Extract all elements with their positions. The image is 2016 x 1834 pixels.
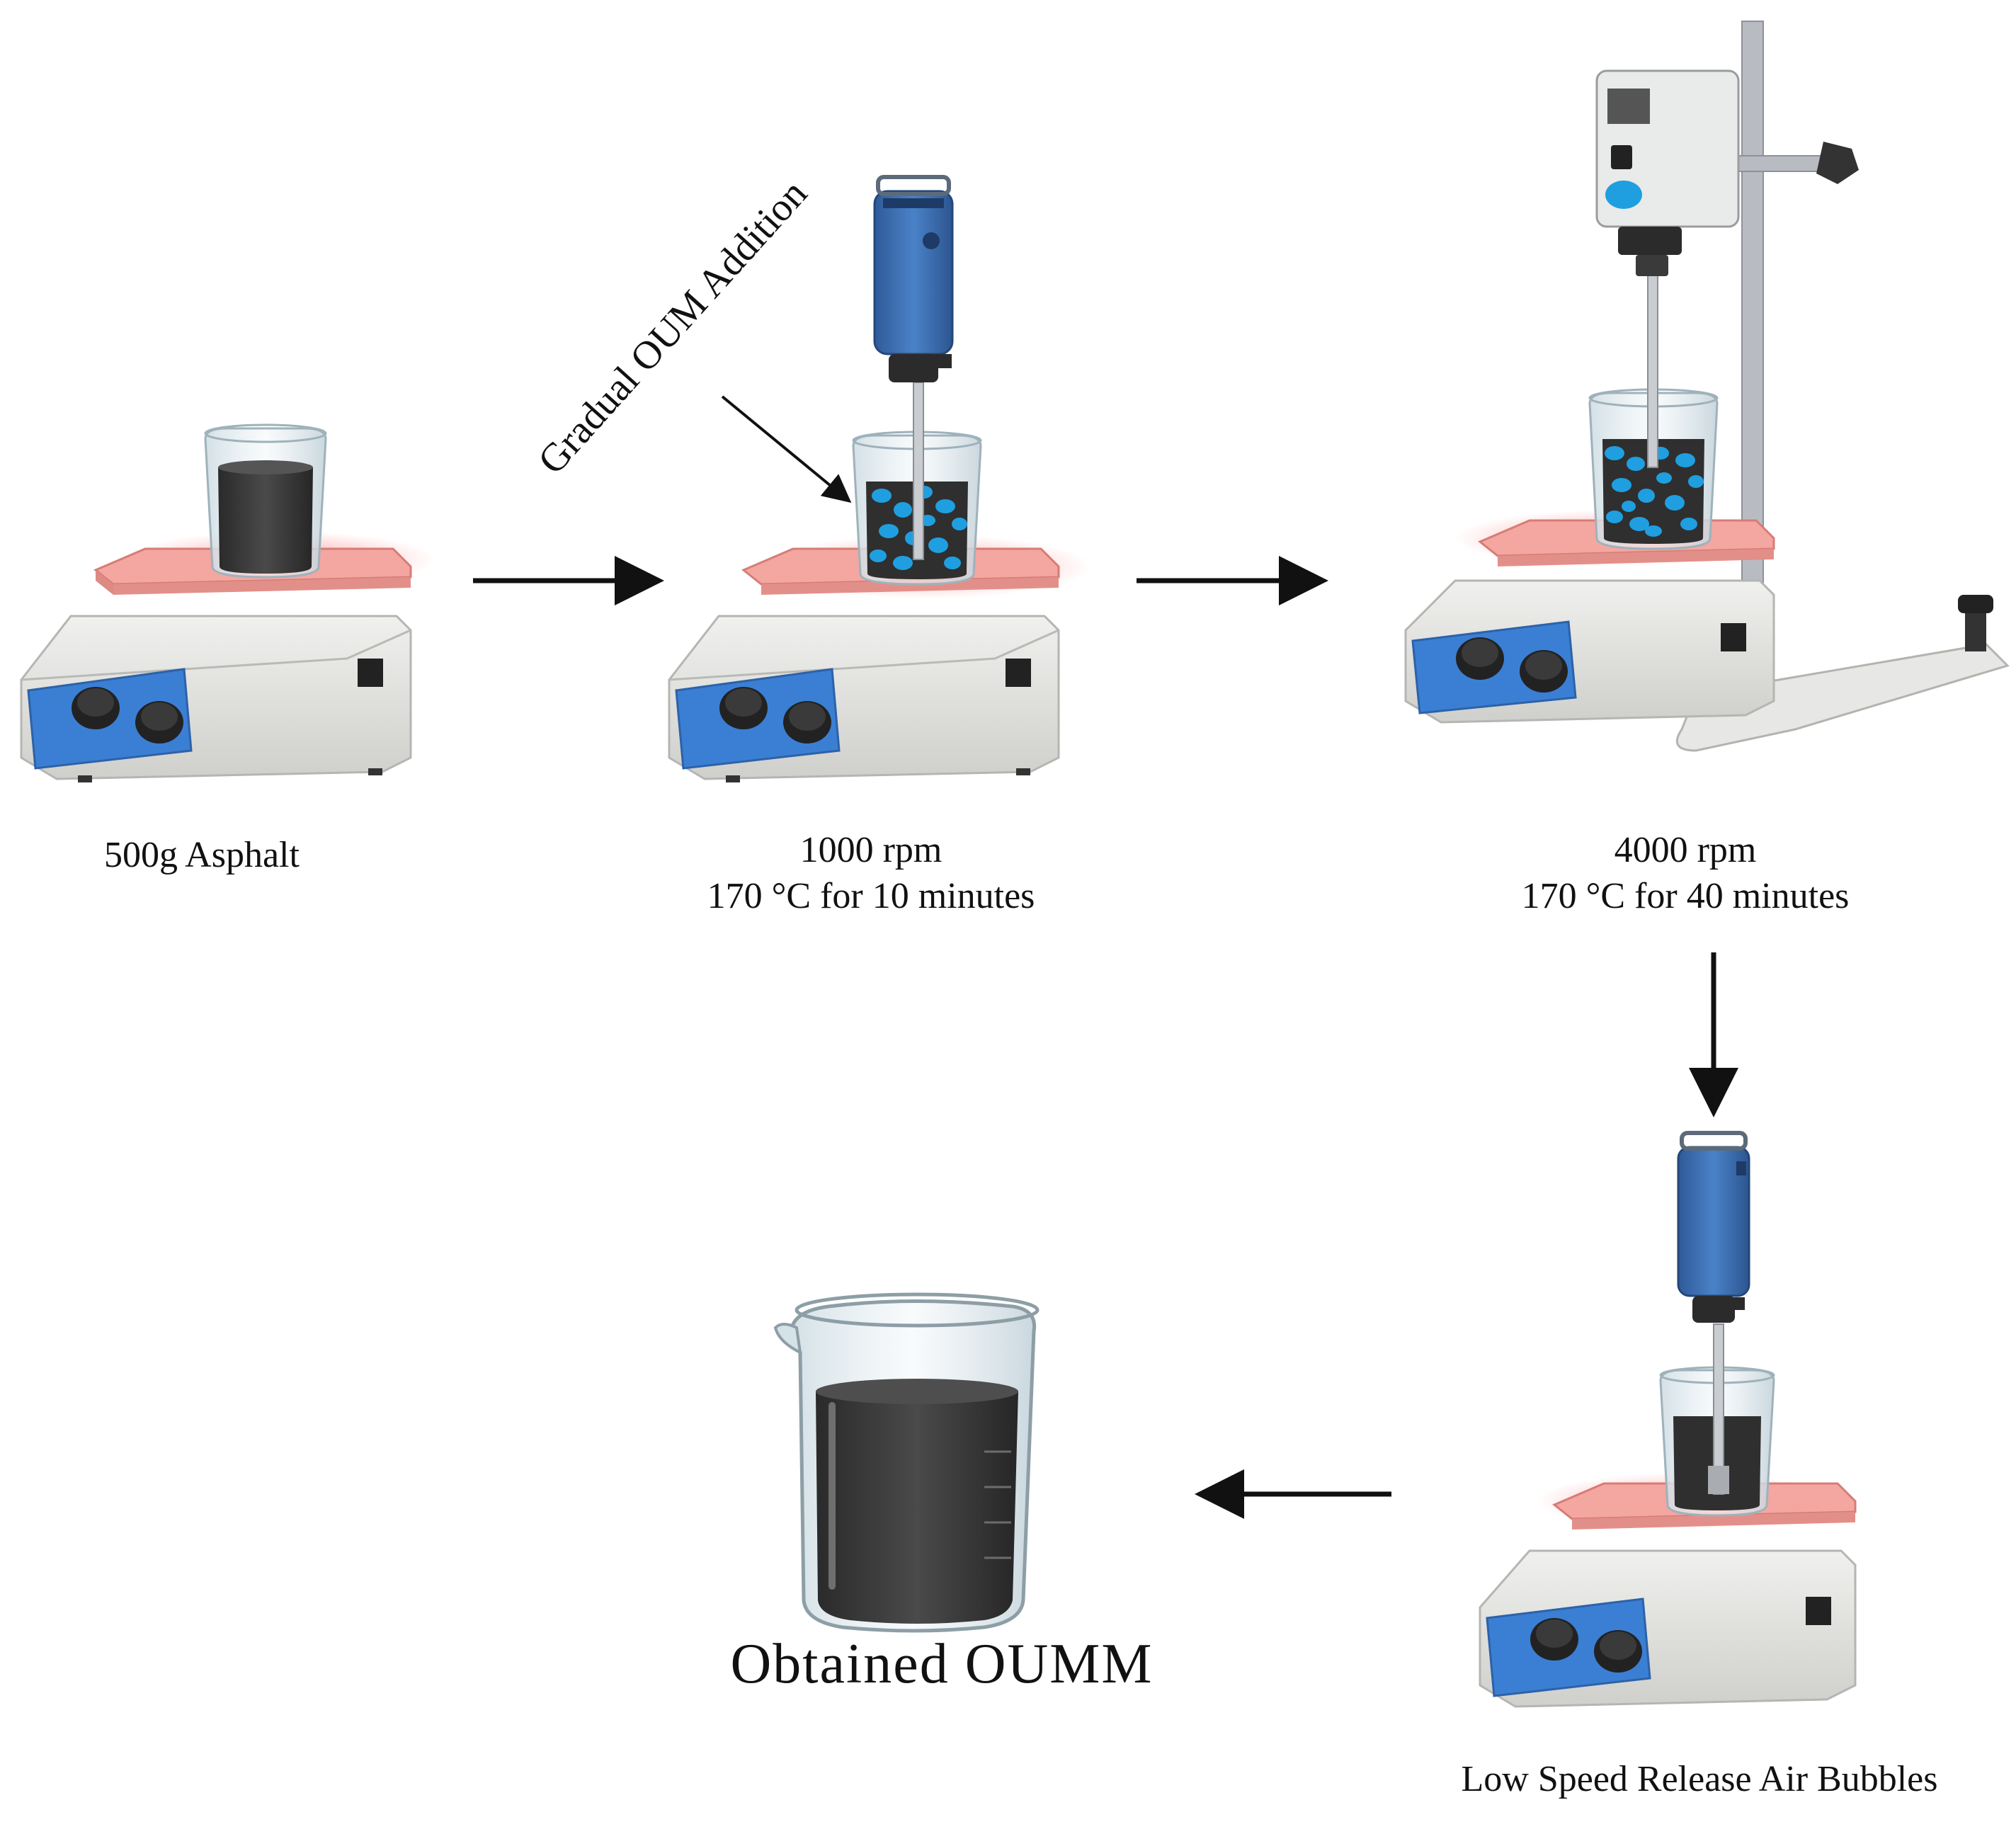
knob-icon bbox=[72, 687, 120, 729]
stand-knob-icon bbox=[1965, 609, 1986, 651]
step2-hotplate-mixer bbox=[668, 175, 1090, 782]
beaker-icon bbox=[1588, 388, 1719, 550]
knob-icon bbox=[719, 687, 768, 729]
oum-pointer-arrow bbox=[721, 395, 852, 503]
result-beaker-icon bbox=[773, 1292, 1040, 1633]
knob-icon bbox=[135, 701, 183, 744]
knob-icon bbox=[1456, 637, 1504, 680]
beaker-icon bbox=[204, 423, 327, 579]
result-label: Obtained OUMM bbox=[730, 1633, 1154, 1695]
step2-label-line: 1000 rpm bbox=[799, 830, 942, 870]
step3-label-line: 170 °C for 40 minutes bbox=[1521, 876, 1850, 916]
step2-label-line: 170 °C for 10 minutes bbox=[707, 876, 1035, 916]
step3-hotplate-stirrer bbox=[1404, 21, 2010, 752]
step3-label-line: 4000 rpm bbox=[1614, 830, 1757, 870]
knob-icon bbox=[783, 701, 831, 744]
power-switch-icon bbox=[1006, 659, 1031, 687]
step1-hotplate bbox=[20, 423, 435, 782]
homogenizer-icon bbox=[873, 175, 954, 560]
power-switch-icon bbox=[1721, 623, 1746, 651]
knob-icon bbox=[1520, 650, 1568, 693]
step4-label: Low Speed Release Air Bubbles bbox=[1388, 1756, 2011, 1802]
step4-label-line: Low Speed Release Air Bubbles bbox=[1461, 1759, 1938, 1799]
step3-label: 4000 rpm 170 °C for 40 minutes bbox=[1459, 827, 1912, 919]
homogenizer-icon bbox=[1677, 1131, 1750, 1495]
power-switch-icon bbox=[358, 659, 383, 687]
clamp-knob-icon bbox=[1816, 142, 1859, 184]
overhead-stirrer-icon bbox=[1595, 69, 1740, 276]
power-switch-icon bbox=[1806, 1597, 1831, 1625]
step2-label: 1000 rpm 170 °C for 10 minutes bbox=[651, 827, 1090, 919]
step1-label: 500g Asphalt bbox=[42, 832, 361, 878]
step1-label-line: 500g Asphalt bbox=[104, 835, 300, 875]
knob-icon bbox=[1530, 1618, 1578, 1661]
step4-hotplate-mixer bbox=[1479, 1131, 1857, 1708]
knob-icon bbox=[1594, 1630, 1642, 1673]
oum-particles bbox=[1605, 446, 1704, 537]
